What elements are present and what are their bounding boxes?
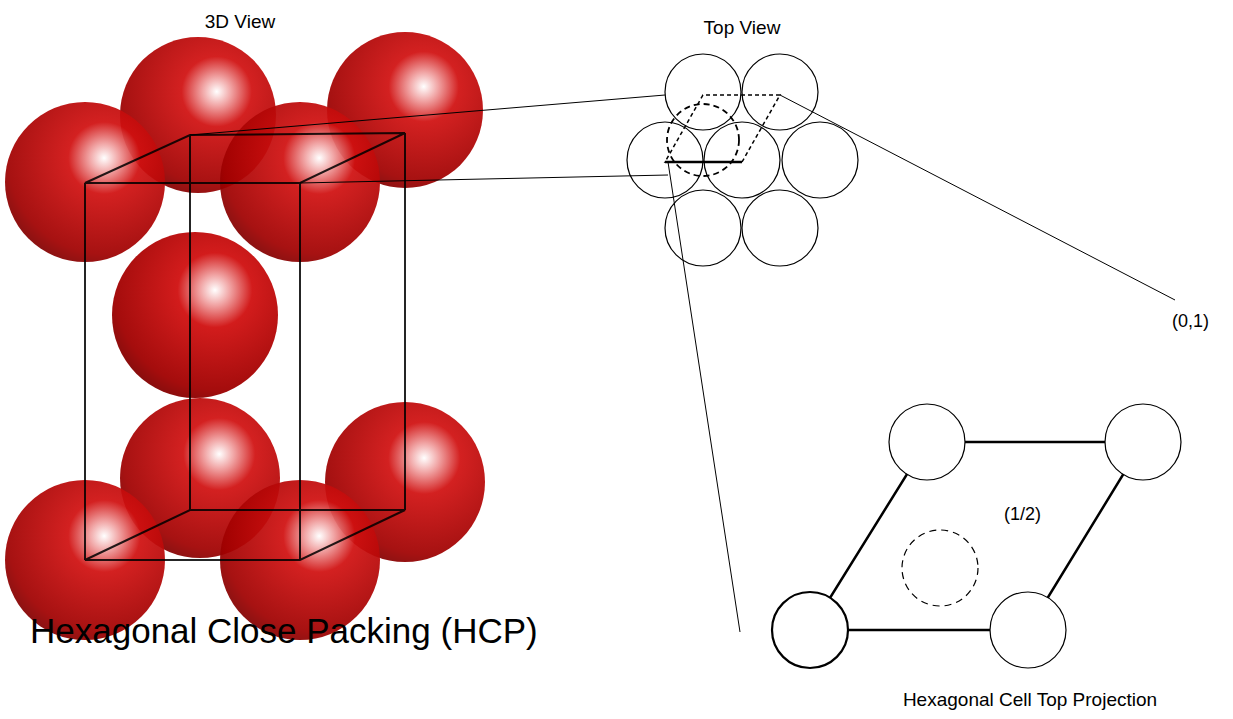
coordinate-label: (1/2) [1004, 505, 1041, 525]
coordinate-label: (0,1) [1172, 312, 1209, 332]
view-title: 3D View [205, 12, 275, 33]
figure-title: Hexagonal Close Packing (HCP) [30, 612, 538, 651]
view-title: Top View [704, 18, 781, 39]
projection-title: Hexagonal Cell Top Projection [903, 690, 1157, 711]
